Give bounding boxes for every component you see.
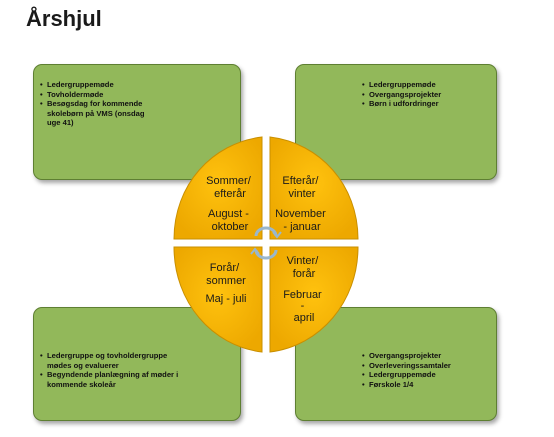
page-title: Årshjul (26, 6, 102, 31)
wheel-quadrant-bottom-left (173, 246, 263, 353)
activities-box-top-right: Ledergruppemøde Overgangsprojekter Børn … (295, 64, 497, 180)
list-item: Overgangsprojekter (362, 90, 482, 100)
quadrant-months-top-right: November - januar (275, 208, 329, 233)
activities-box-bottom-left: Ledergruppe og tovholdergruppe mødes og … (33, 307, 241, 421)
list-item: Overleveringssamtaler (362, 361, 482, 371)
list-item: Besøgsdag for kommende skolebørn på VMS … (40, 99, 160, 128)
list-item: Begyndende planlægning af møder i kommen… (40, 370, 180, 389)
quadrant-season-bottom-left: Forår/ sommer (206, 262, 246, 287)
list-item: Tovholdermøde (40, 90, 160, 100)
list-item: Børn i udfordringer (362, 99, 482, 109)
quadrant-season-top-right: Efterår/ vinter (282, 175, 321, 200)
quadrant-months-top-left: August - oktober (208, 208, 252, 233)
wheel-quadrant-top-right (269, 136, 359, 240)
list-item: Førskole 1/4 (362, 380, 482, 390)
list-item: Ledergruppemøde (362, 80, 482, 90)
activities-list: Overgangsprojekter Overleveringssamtaler… (362, 351, 482, 389)
activities-list: Ledergruppemøde Overgangsprojekter Børn … (362, 80, 482, 109)
wheel-quadrant-top-left (173, 136, 263, 240)
activities-box-bottom-right: Overgangsprojekter Overleveringssamtaler… (295, 307, 497, 421)
list-item: Ledergruppe og tovholdergruppe mødes og … (40, 351, 180, 370)
quadrant-months-bottom-left: Maj - juli (206, 293, 247, 305)
list-item: Overgangsprojekter (362, 351, 482, 361)
cycle-arrows-icon (250, 226, 282, 260)
quadrant-season-top-left: Sommer/ efterår (206, 175, 254, 200)
quadrant-months-bottom-right: Februar - april (283, 289, 325, 324)
list-item: Ledergruppemøde (40, 80, 160, 90)
activities-list: Ledergruppemøde Tovholdermøde Besøgsdag … (40, 80, 160, 128)
wheel-quadrant-bottom-right (269, 246, 359, 353)
activities-box-top-left: Ledergruppemøde Tovholdermøde Besøgsdag … (33, 64, 241, 180)
list-item: Ledergruppemøde (362, 370, 482, 380)
activities-list: Ledergruppe og tovholdergruppe mødes og … (40, 351, 180, 389)
quadrant-season-bottom-right: Vinter/ forår (287, 255, 322, 280)
